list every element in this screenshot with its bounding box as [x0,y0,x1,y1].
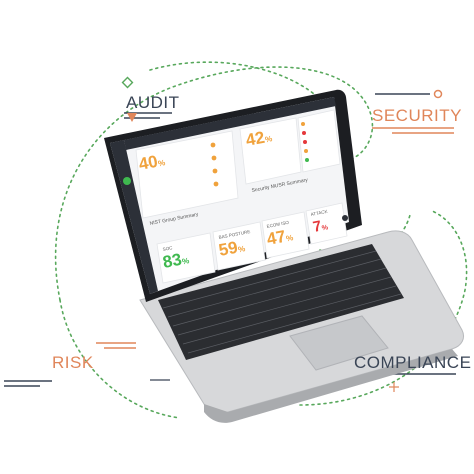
label-audit: AUDIT [126,93,180,112]
card-top-left-value: 40% [137,150,166,174]
svg-text:ECOM ISO: ECOM ISO [266,220,290,229]
label-security: SECURITY [372,106,462,125]
laptop-base [139,230,465,423]
audit-decoration [121,76,172,122]
mid-value: 47% [265,225,294,249]
laptop-screen: 40% 42% NIST Group Summary Security MUSR… [104,89,362,302]
svg-text:SOC: SOC [162,245,173,252]
svg-text:ATTACK: ATTACK [310,209,328,217]
diamond-icon [121,76,134,89]
plus-icon [389,382,399,392]
card-bas: BAS POSTURE 59% [212,221,266,271]
soc-value: 83% [161,248,190,272]
security-decoration [372,89,454,134]
card-top-left: 40% [135,130,239,219]
risk-decoration [4,342,170,387]
trackpad [289,315,389,371]
card-top-center: 42% [239,117,302,185]
card-top-center-value: 42% [244,126,273,150]
card-top-right [297,109,341,173]
svg-text:BAS POSTURE: BAS POSTURE [218,229,250,240]
bas-value: 59% [217,236,246,260]
card-soc: SOC 83% [156,232,216,284]
card-attack: ATTACK 7% [305,202,348,245]
triangle-down-icon [127,113,137,122]
card-mid: ECOM ISO 47% [261,211,310,259]
label-compliance: COMPLIANCE [354,353,472,372]
label-risk: RISK [52,353,94,372]
attack-value: 7% [312,216,330,236]
